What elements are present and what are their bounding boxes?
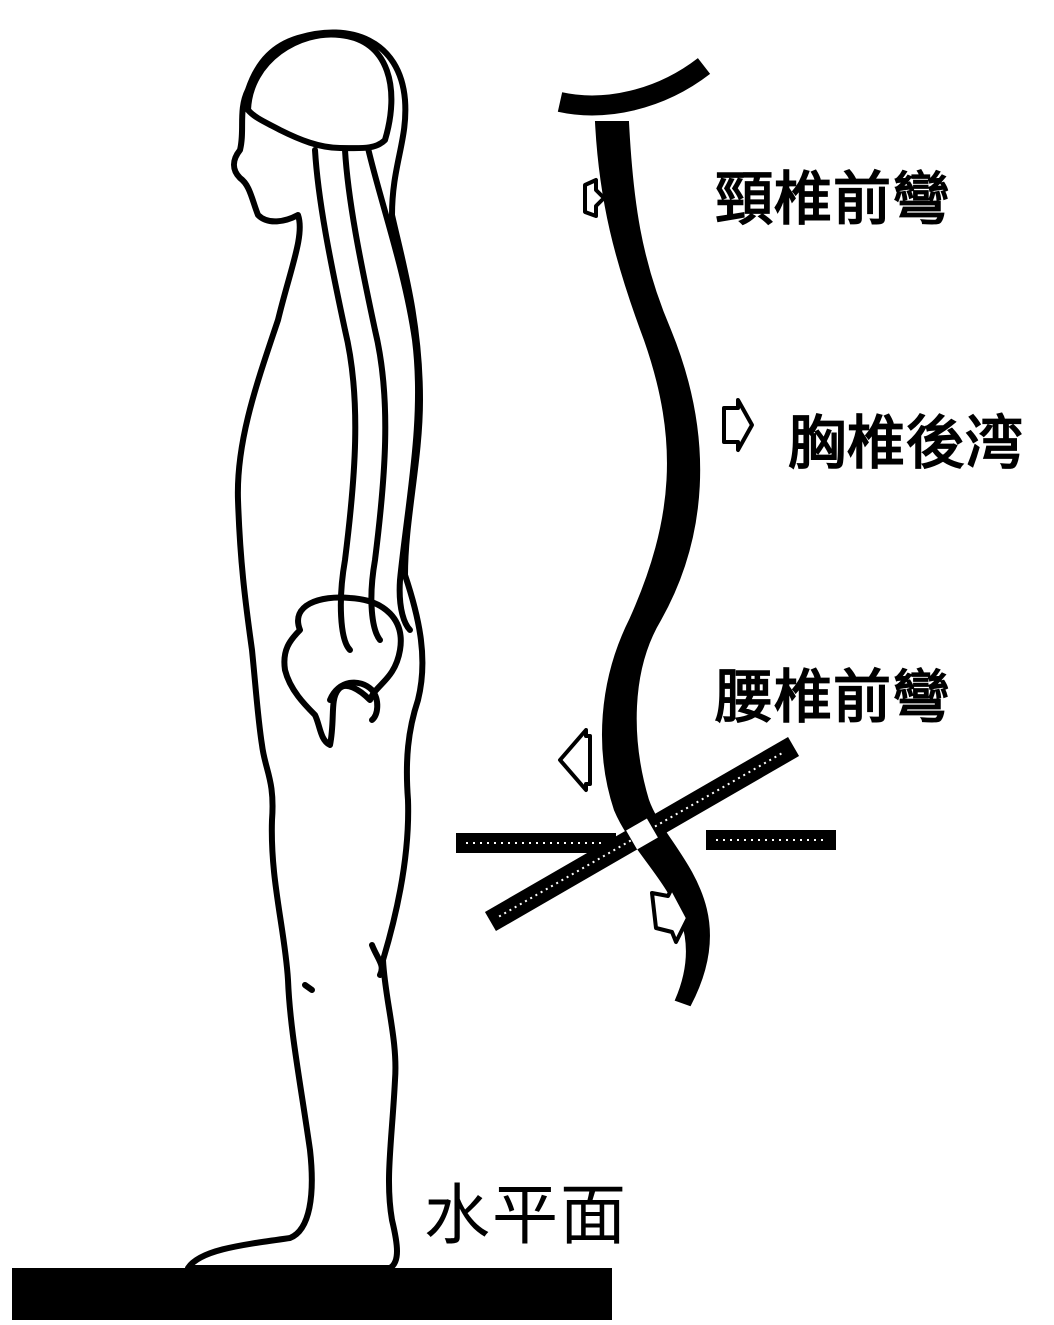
knee-line bbox=[372, 945, 382, 975]
cervical-lordosis-label: 頸椎前彎 bbox=[715, 170, 951, 228]
hollow-arrow-icon bbox=[560, 730, 590, 790]
spine-s-curve bbox=[596, 122, 709, 1005]
lumbar-lordosis-label: 腰椎前彎 bbox=[715, 668, 951, 726]
hollow-arrow-icon bbox=[585, 180, 604, 216]
horizontal-plane-label: 水平面 bbox=[424, 1183, 628, 1249]
skull-base-arc bbox=[560, 66, 704, 105]
spine-line-mid bbox=[345, 150, 385, 640]
ground-slab bbox=[12, 1268, 612, 1320]
hollow-arrow-icon bbox=[724, 400, 752, 450]
spine-line-left bbox=[315, 150, 355, 650]
knee-mark bbox=[305, 985, 312, 990]
human-figure bbox=[188, 32, 422, 1268]
horizontal-bar-right bbox=[706, 830, 836, 850]
thoracic-kyphosis-label: 胸椎後湾 bbox=[788, 414, 1024, 472]
pelvic-reference bbox=[456, 737, 836, 931]
